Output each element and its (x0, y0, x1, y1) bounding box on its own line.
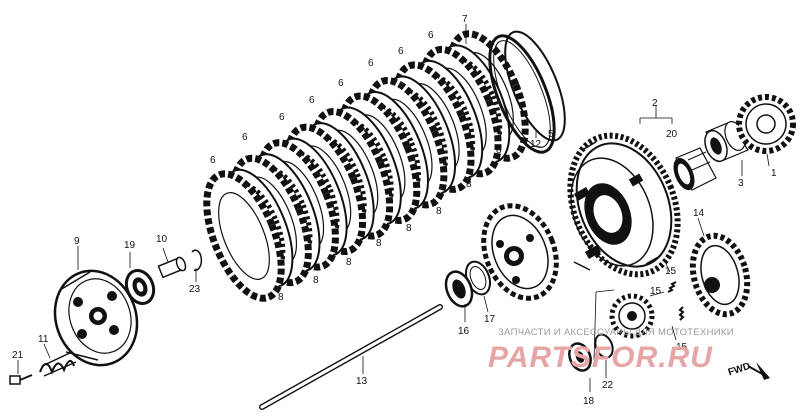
clutch-center (481, 203, 559, 301)
thrust-washer (568, 342, 592, 372)
label-part-6: 6 (309, 95, 315, 106)
snap-ring (191, 249, 203, 272)
oil-pump-drive-sprocket (609, 293, 655, 339)
label-part-8: 8 (376, 238, 382, 249)
watermark-caption: ЗАПЧАСТИ И АКСЕССУАРЫ ДЛЯ МОТОТЕХНИКИ (498, 327, 734, 338)
label-part-6: 6 (210, 155, 216, 166)
label-part-10: 10 (156, 234, 168, 245)
label-part-15: 15 (650, 286, 662, 297)
label-part-8: 8 (496, 145, 502, 156)
label-part-8: 8 (436, 206, 442, 217)
clutch-bolt (9, 374, 33, 385)
watermark-logo: PARTSFOR.RU (488, 341, 713, 374)
label-part-8: 8 (346, 257, 352, 268)
label-part-8: 8 (313, 275, 319, 286)
label-part-6: 6 (368, 58, 374, 69)
oil-pump-drive-sprocket-1 (736, 94, 796, 154)
label-part-17: 17 (484, 314, 496, 325)
clutch-outer (567, 132, 681, 278)
label-part-7: 7 (462, 14, 468, 25)
label-part-8: 8 (278, 292, 284, 303)
label-part-19: 19 (124, 240, 136, 251)
lifter-rod (259, 304, 443, 410)
arrow-icon (756, 362, 770, 380)
primary-driven-gear (689, 232, 751, 318)
friction-disk (203, 170, 285, 302)
label-part-6: 6 (398, 46, 404, 57)
collar (704, 121, 749, 163)
judder-ring (504, 30, 566, 142)
label-part-13: 13 (356, 376, 368, 387)
forward-direction-indicator: FWD (727, 361, 770, 380)
spacer-ring (594, 333, 614, 359)
label-part-6: 6 (428, 30, 434, 41)
label-part-15: 15 (676, 342, 688, 353)
needle-bearing (673, 147, 717, 191)
damper-spring (667, 281, 685, 321)
label-part-6: 6 (338, 78, 344, 89)
callout-lines (17, 24, 770, 392)
label-part-12: 12 (530, 139, 542, 150)
lifter-piece (157, 256, 187, 279)
fwd-label: FWD (727, 361, 752, 379)
clutch-spring (39, 351, 77, 377)
label-part-2: 2 (652, 98, 658, 109)
clutch-spring-ring (488, 34, 556, 154)
label-part-18: 18 (583, 396, 595, 407)
label-part-5: 5 (548, 129, 554, 140)
label-part-6: 6 (279, 112, 285, 123)
label-part-11: 11 (38, 334, 49, 345)
label-part-3: 3 (738, 178, 744, 189)
label-part-9: 9 (74, 236, 80, 247)
pressure-plate (53, 269, 139, 367)
lock-nut (444, 270, 474, 308)
clutch-plate-stack (203, 30, 529, 302)
label-part-8: 8 (466, 179, 472, 190)
label-part-23: 23 (189, 284, 201, 295)
label-part-20: 20 (666, 129, 678, 140)
label-part-6: 6 (242, 132, 248, 143)
label-part-14: 14 (693, 208, 705, 219)
label-part-16: 16 (458, 326, 470, 337)
release-bearing (124, 269, 156, 305)
label-part-15: 15 (665, 266, 677, 277)
part-labels: 1 2 3 5 7 12 20 6 6 6 6 6 6 6 6 8 8 8 8 … (12, 14, 777, 407)
label-part-21: 21 (12, 350, 24, 361)
label-part-1: 1 (771, 168, 777, 179)
label-part-8: 8 (406, 223, 412, 234)
label-part-22: 22 (602, 380, 614, 391)
watermark: ЗАПЧАСТИ И АКСЕССУАРЫ ДЛЯ МОТОТЕХНИКИ PA… (488, 327, 734, 374)
